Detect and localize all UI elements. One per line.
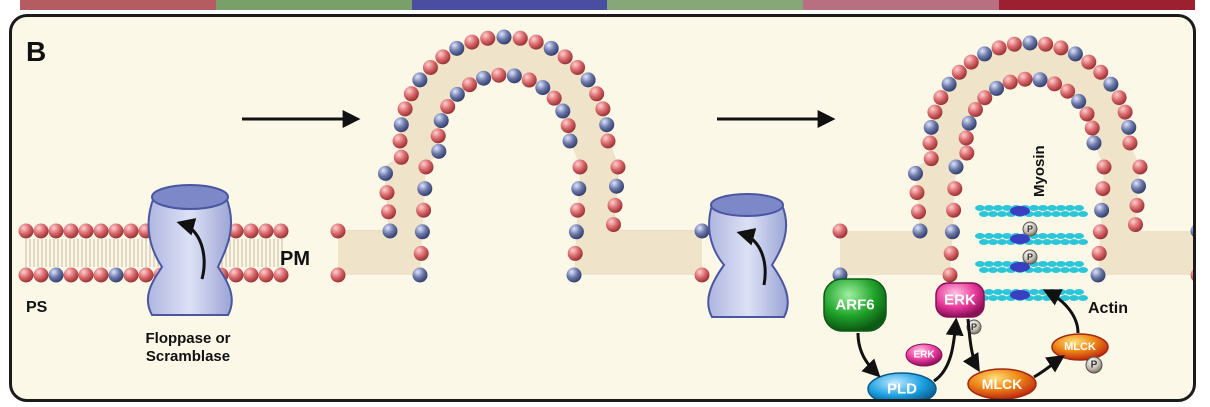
panel-label: B [26, 36, 46, 67]
pld-protein: PLD [868, 373, 936, 402]
mlck-right-protein: MLCK P [1052, 334, 1108, 373]
membrane-diagram: P P ARF6 ERK P ERK PLD MLCK MLCK P B P [12, 17, 1196, 402]
myosin-label: Myosin [1031, 145, 1048, 197]
arf6-label: ARF6 [835, 297, 874, 314]
actin-label: Actin [1088, 300, 1128, 317]
phospho-label: P [1027, 252, 1033, 262]
erk-protein: ERK P [936, 283, 984, 334]
pm-label: PM [280, 248, 310, 270]
erk-label: ERK [944, 292, 976, 309]
diagram-panel: P P ARF6 ERK P ERK PLD MLCK MLCK P B P [9, 14, 1196, 402]
mlck-right-label: MLCK [1064, 341, 1096, 353]
scramblase-protein-2 [708, 194, 788, 317]
mlck-left-protein: MLCK [968, 369, 1036, 399]
erk-small-protein: ERK [906, 344, 942, 366]
floppase-label-line1: Floppase or [145, 330, 230, 347]
top-color-strip [20, 0, 1195, 10]
pld-label: PLD [887, 381, 917, 398]
arf6-protein: ARF6 [824, 279, 886, 331]
floppase-protein [148, 185, 232, 315]
phospho-label: P [1091, 360, 1098, 371]
phospho-label: P [971, 322, 977, 332]
mlck-left-label: MLCK [982, 376, 1022, 392]
ps-label: PS [26, 299, 48, 316]
phospho-label: P [1027, 224, 1033, 234]
erk-small-label: ERK [913, 350, 935, 361]
floppase-label-line2: Scramblase [146, 348, 230, 365]
